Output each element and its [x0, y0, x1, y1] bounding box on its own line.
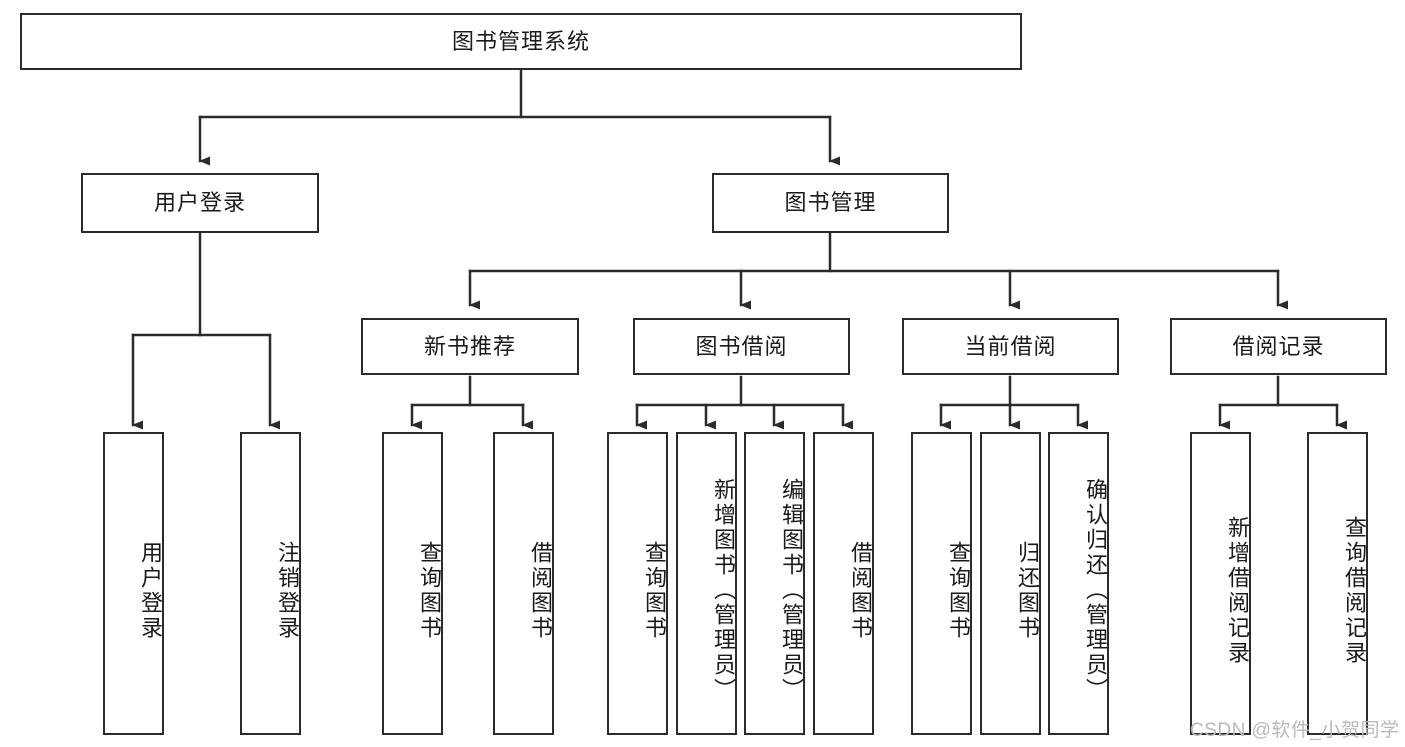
node-leaf-query-book-b[interactable]: 查询图书 — [607, 432, 668, 735]
node-borrow-records[interactable]: 借阅记录 — [1170, 318, 1387, 375]
node-leaf-query-book-a[interactable]: 查询图书 — [382, 432, 443, 735]
node-leaf-add-record[interactable]: 新增借阅记录 — [1190, 432, 1251, 735]
node-user-login-label: 用户登录 — [153, 190, 246, 216]
node-new-book-recommend[interactable]: 新书推荐 — [361, 318, 579, 375]
node-user-login[interactable]: 用户登录 — [81, 173, 319, 233]
node-leaf-borrow-book-b[interactable]: 借阅图书 — [813, 432, 874, 735]
node-borrow-records-label: 借阅记录 — [1232, 333, 1325, 359]
node-book-management[interactable]: 图书管理 — [712, 173, 949, 233]
node-leaf-borrow-book-b-label: 借阅图书 — [848, 540, 873, 641]
node-leaf-logout-label: 注销登录 — [275, 540, 300, 641]
csdn-watermark: CSDN @软件_小贺同学 — [1190, 720, 1400, 741]
node-leaf-borrow-book-a[interactable]: 借阅图书 — [493, 432, 554, 735]
node-leaf-return-book[interactable]: 归还图书 — [980, 432, 1041, 735]
node-leaf-edit-book-label: 编辑图书（管理员） — [779, 478, 804, 703]
node-leaf-user-login[interactable]: 用户登录 — [103, 432, 164, 735]
node-leaf-query-book-a-label: 查询图书 — [417, 540, 442, 641]
node-leaf-user-login-label: 用户登录 — [138, 540, 163, 641]
node-leaf-logout[interactable]: 注销登录 — [240, 432, 301, 735]
node-book-borrow-label: 图书借阅 — [695, 333, 788, 359]
node-leaf-edit-book[interactable]: 编辑图书（管理员） — [744, 432, 805, 735]
node-leaf-query-record[interactable]: 查询借阅记录 — [1307, 432, 1368, 735]
node-leaf-query-book-c[interactable]: 查询图书 — [911, 432, 972, 735]
node-root[interactable]: 图书管理系统 — [20, 13, 1022, 70]
node-leaf-add-book-label: 新增图书（管理员） — [711, 478, 736, 703]
node-leaf-confirm-return-label: 确认归还（管理员） — [1083, 478, 1108, 703]
node-leaf-query-book-b-label: 查询图书 — [642, 540, 667, 641]
node-leaf-borrow-book-a-label: 借阅图书 — [528, 540, 553, 641]
node-root-label: 图书管理系统 — [451, 28, 590, 54]
node-book-borrow[interactable]: 图书借阅 — [633, 318, 850, 375]
node-new-book-recommend-label: 新书推荐 — [423, 333, 516, 359]
node-leaf-add-book[interactable]: 新增图书（管理员） — [676, 432, 737, 735]
node-book-management-label: 图书管理 — [784, 190, 877, 216]
node-current-borrow-label: 当前借阅 — [964, 333, 1057, 359]
node-leaf-confirm-return[interactable]: 确认归还（管理员） — [1048, 432, 1109, 735]
node-current-borrow[interactable]: 当前借阅 — [902, 318, 1119, 375]
node-leaf-query-book-c-label: 查询图书 — [946, 540, 971, 641]
node-leaf-query-record-label: 查询借阅记录 — [1342, 515, 1367, 666]
node-leaf-add-record-label: 新增借阅记录 — [1225, 515, 1250, 666]
node-leaf-return-book-label: 归还图书 — [1015, 540, 1040, 641]
